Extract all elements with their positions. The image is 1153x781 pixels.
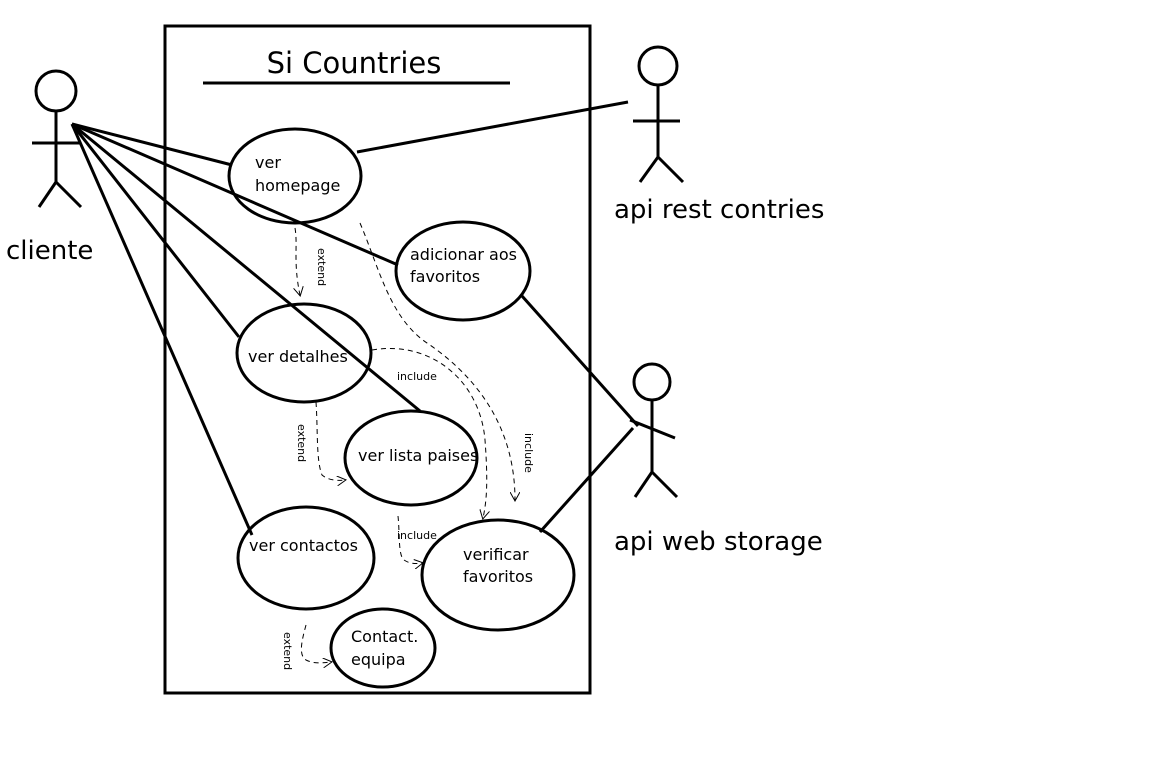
usecase-contact-equipa-line1: Contact. — [351, 627, 418, 646]
actor-api-storage-label: api web storage — [614, 527, 823, 557]
usecase-verificar-favoritos-line1: verificar — [463, 545, 529, 564]
association-verificar-api-storage — [538, 427, 635, 533]
actor-cliente — [32, 69, 83, 209]
relation-include-1-label: include — [397, 370, 437, 383]
usecase-ver-detalhes — [235, 302, 373, 404]
usecase-contact-equipa-line2: equipa — [351, 650, 406, 669]
usecase-ver-lista-paises — [343, 409, 479, 507]
relation-extend-1-label: extend — [315, 248, 328, 286]
system-boundary — [163, 24, 592, 695]
relation-extend-detalhes-lista — [315, 401, 345, 480]
actor-api-storage — [629, 362, 679, 499]
usecase-ver-lista-paises-line1: ver lista paises — [358, 446, 478, 465]
relation-include-detalhes-verificar — [371, 348, 487, 518]
relation-extend-contactos-equipa — [300, 624, 331, 663]
association-favoritos-api-storage — [520, 295, 640, 427]
relation-extend-homepage-detalhes — [295, 227, 300, 295]
usecase-verificar-favoritos-line2: favoritos — [463, 567, 533, 586]
actor-api-rest — [633, 45, 685, 184]
usecase-verificar-favoritos — [420, 518, 576, 632]
usecase-ver-contactos-line1: ver contactos — [249, 536, 358, 555]
association-homepage-api-rest — [356, 100, 629, 154]
actor-api-rest-label: api rest contries — [614, 195, 824, 225]
usecase-adicionar-favoritos-line2: favoritos — [410, 267, 480, 286]
relation-include-2-label: include — [522, 433, 535, 473]
relation-extend-3-label: extend — [281, 632, 294, 670]
usecase-ver-contactos — [236, 505, 376, 611]
usecase-adicionar-favoritos-line1: adicionar aos — [410, 245, 517, 264]
usecase-ver-homepage-line1: ver — [255, 153, 281, 172]
usecase-contact-equipa — [329, 607, 437, 689]
usecase-ver-detalhes-line1: ver detalhes — [248, 347, 348, 366]
usecase-adicionar-favoritos — [394, 220, 532, 322]
usecase-ver-homepage-line2: homepage — [255, 176, 340, 195]
relation-include-3-label: include — [397, 529, 437, 542]
relation-include-homepage-verificar — [359, 222, 515, 500]
relation-include-lista-verificar — [397, 515, 422, 564]
system-title: Si Countries — [267, 46, 442, 80]
relation-extend-2-label: extend — [295, 424, 308, 462]
actor-cliente-label: cliente — [6, 236, 93, 266]
usecase-ver-homepage — [227, 127, 363, 225]
